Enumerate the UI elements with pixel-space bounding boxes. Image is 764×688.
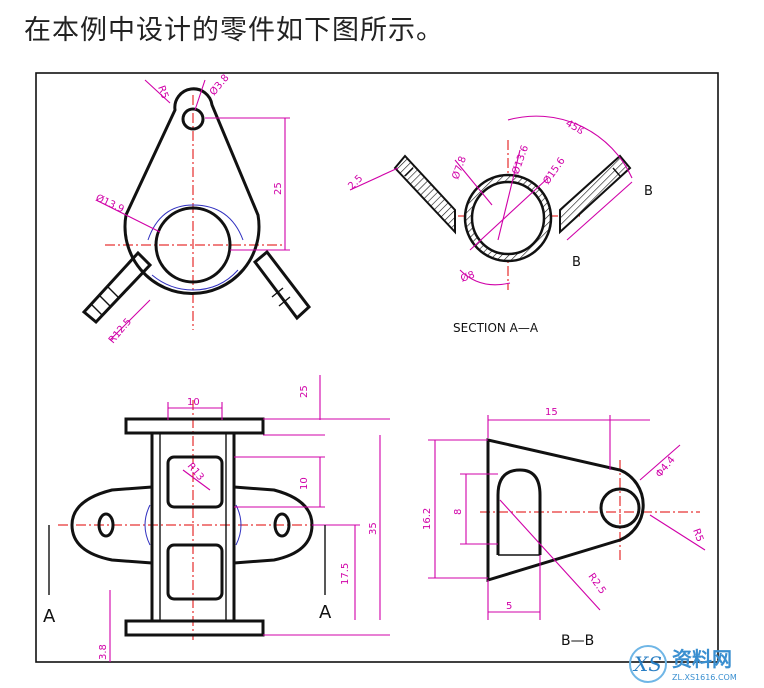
section-a-a-view: 2.5 Ø7.8 Ø13.6 Ø15.6 45ß Ø8 B B SECTION … bbox=[346, 115, 653, 335]
cut-label-b-top: B bbox=[644, 184, 653, 199]
dim-10-front-vertical: 10 bbox=[299, 477, 310, 490]
dim-2-5-section: 2.5 bbox=[346, 173, 365, 192]
dim-phi4-4: Φ4.4 bbox=[654, 455, 678, 480]
front-view: 10 25 R13 10 35 17.5 3.8 A A bbox=[43, 375, 390, 662]
top-view: R5 Ø3.8 25 Ø13.9 R12.5 bbox=[81, 72, 312, 346]
dim-5-bb: 5 bbox=[506, 601, 512, 612]
dim-r2-5: R2.5 bbox=[586, 571, 608, 596]
b-b-view: 15 Φ4.4 16.2 8 R2.5 R5 5 B—B bbox=[422, 407, 706, 649]
dim-17-5: 17.5 bbox=[340, 563, 351, 585]
dim-25-front: 25 bbox=[299, 385, 310, 398]
dim-25-vertical: 25 bbox=[273, 182, 284, 195]
dim-35: 35 bbox=[368, 522, 379, 535]
cut-label-a-left: A bbox=[43, 606, 56, 627]
dim-r5-top: R5 bbox=[155, 84, 170, 100]
dim-r13: R13 bbox=[185, 461, 206, 483]
dim-r12-5: R12.5 bbox=[107, 316, 134, 345]
dim-10-front-top: 10 bbox=[187, 397, 200, 408]
section-a-a-label: SECTION A—A bbox=[453, 321, 539, 335]
page-caption: 在本例中设计的零件如下图所示。 bbox=[24, 15, 444, 46]
dim-phi7-8: Ø7.8 bbox=[450, 155, 469, 181]
dim-16-2: 16.2 bbox=[422, 508, 433, 530]
dim-45-angle: 45ß bbox=[564, 118, 586, 137]
dim-phi13-9: Ø13.9 bbox=[94, 192, 126, 216]
cut-label-a-right: A bbox=[319, 602, 332, 623]
dim-3-8: 3.8 bbox=[98, 644, 109, 660]
dim-8-bb: 8 bbox=[453, 509, 464, 515]
dim-phi3-8: Ø3.8 bbox=[207, 72, 231, 98]
svg-text:XS: XS bbox=[632, 652, 662, 676]
watermark-logo: XS 资料网 ZL.XS1616.COM bbox=[629, 645, 737, 683]
dim-phi13-6: Ø13.6 bbox=[510, 144, 532, 176]
dim-15: 15 bbox=[545, 407, 558, 418]
drawing-frame bbox=[35, 72, 719, 663]
watermark-brand: 资料网 bbox=[672, 647, 732, 671]
b-b-label: B—B bbox=[561, 633, 594, 649]
cut-label-b-bottom: B bbox=[572, 255, 581, 270]
dim-phi8: Ø8 bbox=[459, 269, 476, 285]
dim-r5-bb: R5 bbox=[690, 527, 705, 543]
watermark-url: ZL.XS1616.COM bbox=[672, 673, 737, 682]
dim-phi15-6: Ø15.6 bbox=[541, 155, 568, 187]
